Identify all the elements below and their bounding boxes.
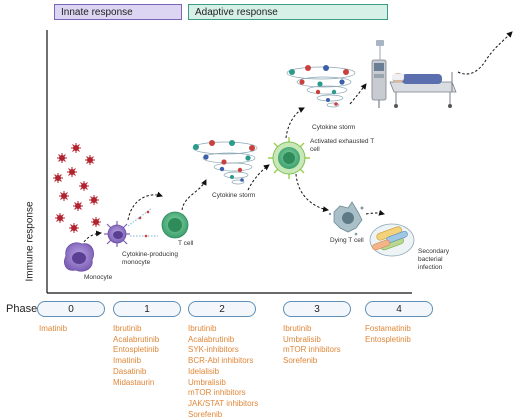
drug-item: Umbralisib [283, 334, 321, 344]
cytokine-storm-2-icon [286, 65, 356, 108]
drug-item: Ibrutinib [283, 324, 312, 333]
innate-response-band: Innate response [54, 4, 182, 20]
drug-item: SYK-inhibitors [188, 345, 239, 355]
drug-item: Ibrutinib [188, 324, 217, 333]
label-secondary-bacterial-infection: Secondary bacterial infection [418, 248, 450, 271]
phase-2-pill: 2 [188, 301, 256, 317]
drug-item: Imatinib [39, 324, 68, 333]
t-cell-icon [161, 211, 189, 239]
drug-item: Acalabrutinib [113, 334, 160, 344]
label-dying-t-cell: Dying T cell [330, 237, 364, 244]
label-monocyte: Monocyte [84, 274, 113, 281]
drug-item: Ibrutinib [113, 324, 142, 333]
label-t-cell: T cell [178, 240, 194, 247]
y-axis-label: Immune response [24, 201, 36, 282]
label-cytokine-storm-2: Cytokine storm [312, 124, 356, 131]
drug-item: Entospletinib [113, 345, 159, 355]
cytokine-producing-monocyte-icon [104, 207, 158, 247]
phase-1-pill: 1 [113, 301, 181, 317]
phase-0-drug-list: Imatinib [39, 324, 67, 335]
phase-4-drug-list: Fostamatinib Entospletinib [365, 324, 411, 345]
label-cytokine-storm-1: Cytokine storm [212, 192, 256, 199]
drug-item: Fostamatinib [365, 324, 411, 333]
drug-item: Entospletinib [365, 334, 411, 344]
drug-item: Sorefenib [188, 409, 223, 419]
cytokine-storm-1-icon [192, 140, 258, 185]
secondary-bacterial-infection-icon [369, 223, 415, 257]
drug-item: mTOR inhibitors [283, 345, 341, 355]
virus-particles [53, 143, 101, 233]
phases-label: Phases [6, 303, 43, 315]
drug-item: Idelalisib [188, 366, 220, 376]
phase-0-pill: 0 [37, 301, 105, 317]
drug-item: Acalabrutinib [188, 334, 235, 344]
drug-item: Umbralisib [188, 377, 226, 387]
phase-2-drug-list: Ibrutinib Acalabrutinib SYK-inhibitors B… [188, 324, 258, 420]
adaptive-response-band: Adaptive response [188, 4, 388, 20]
phase-3-drug-list: Ibrutinib Umbralisib mTOR inhibitors Sor… [283, 324, 341, 367]
drug-item: JAK/STAT inhibitors [188, 398, 259, 408]
phase-4-pill: 4 [365, 301, 433, 317]
drug-item: Sorefenib [283, 356, 318, 366]
drug-item: mTOR inhibitors [188, 388, 246, 398]
drug-item: Midastaurin [113, 377, 155, 387]
progression-arrows [83, 31, 513, 243]
drug-item: BCR-Abl inhibitors [188, 356, 254, 366]
hospital-bed-icon [371, 40, 457, 108]
phase-1-drug-list: Ibrutinib Acalabrutinib Entospletinib Im… [113, 324, 159, 388]
drug-item: Dasatinib [113, 366, 147, 376]
label-cytokine-producing-monocyte: Cytokine-producing monocyte [122, 251, 179, 266]
drug-item: Imatinib [113, 356, 142, 366]
label-activated-exhausted-t-cell: Activated exhausted T cell [310, 138, 375, 153]
monocyte-icon [64, 242, 94, 272]
dying-t-cell-icon [328, 201, 364, 236]
phase-3-pill: 3 [283, 301, 351, 317]
activated-exhausted-t-cell-icon [268, 137, 310, 179]
